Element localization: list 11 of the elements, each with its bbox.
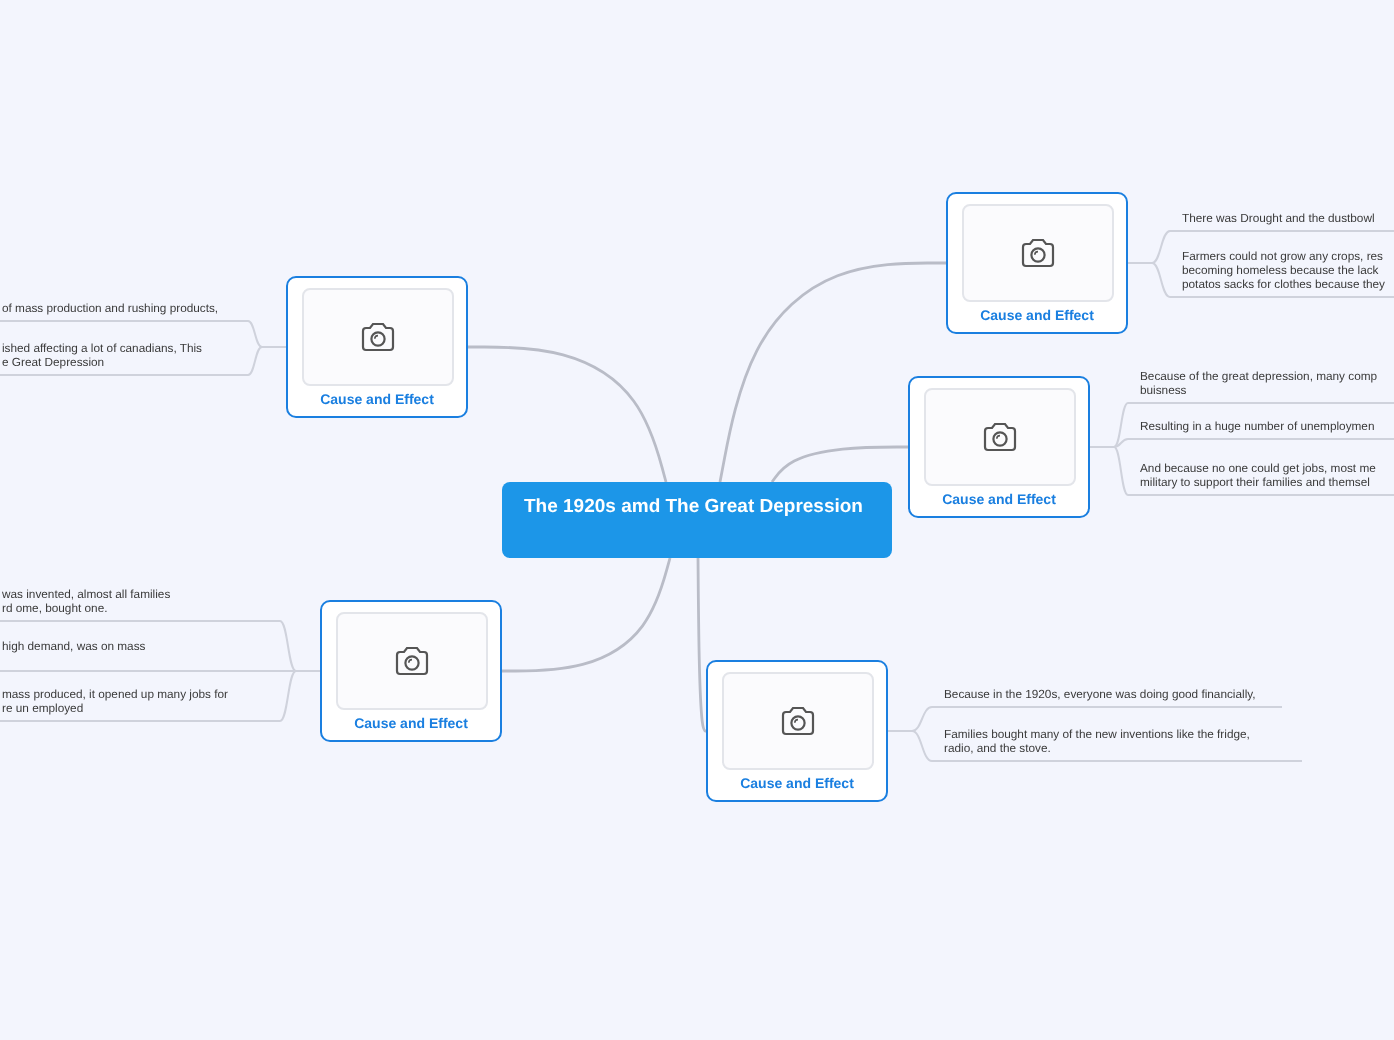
topic-card	[908, 376, 1090, 518]
topic-card	[946, 192, 1128, 334]
central-topic: The 1920s amd The Great Depression	[502, 482, 892, 558]
connector-line	[468, 345, 668, 483]
topic-card	[706, 660, 888, 802]
connector-line	[718, 261, 946, 483]
connector-line	[770, 445, 908, 483]
topic-card	[286, 276, 468, 418]
connector-line	[502, 557, 672, 673]
connector-line	[696, 558, 707, 733]
topic-card	[320, 600, 502, 742]
